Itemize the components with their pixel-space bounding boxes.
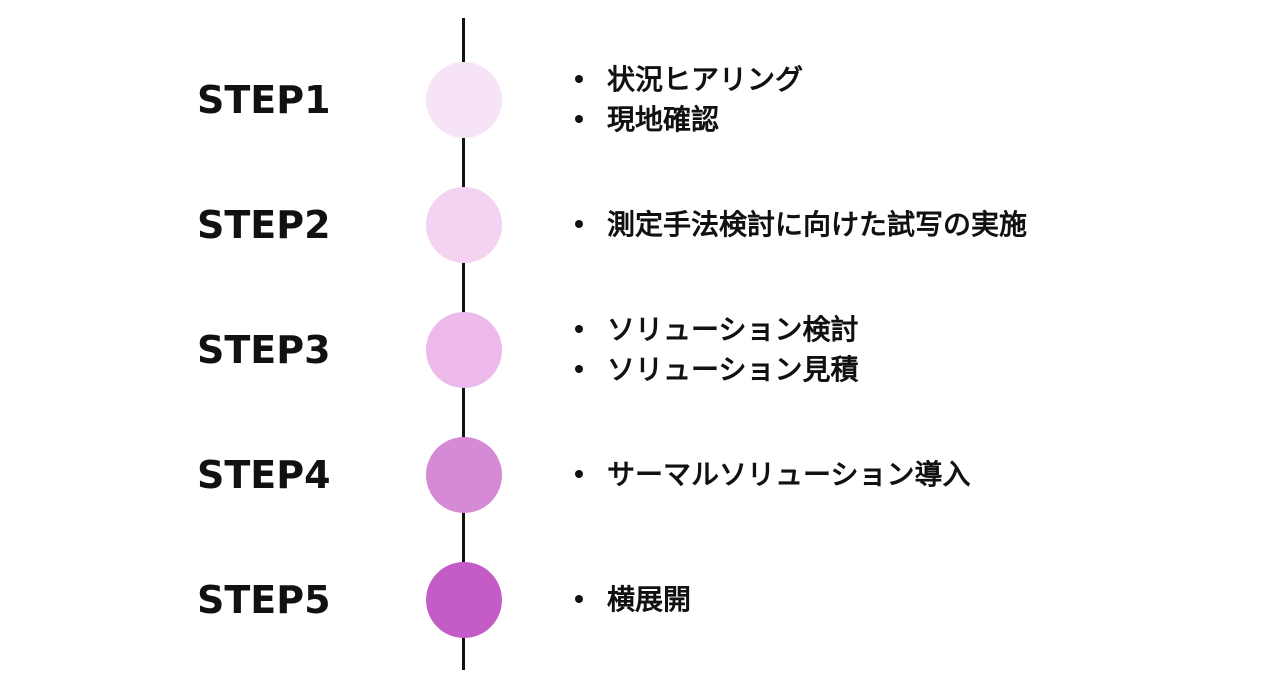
step-label: STEP4 xyxy=(197,453,331,497)
step-row-1: STEP1 状況ヒアリング 現地確認 xyxy=(0,62,1280,138)
step-label: STEP5 xyxy=(197,578,331,622)
step-label: STEP1 xyxy=(197,78,331,122)
step-item-list: 測定手法検討に向けた試写の実施 xyxy=(575,187,1255,263)
bullet-icon xyxy=(575,595,583,603)
bullet-icon xyxy=(575,220,583,228)
step-marker-circle xyxy=(426,562,502,638)
step-item-list: サーマルソリューション導入 xyxy=(575,437,1255,513)
step-marker-circle xyxy=(426,62,502,138)
step-item-list: 横展開 xyxy=(575,562,1255,638)
bullet-icon xyxy=(575,325,583,333)
step-list-item: サーマルソリューション導入 xyxy=(575,455,1255,495)
step-label: STEP3 xyxy=(197,328,331,372)
step-item-text: ソリューション検討 xyxy=(607,313,859,346)
step-item-text: 横展開 xyxy=(607,583,692,616)
step-list-item: 測定手法検討に向けた試写の実施 xyxy=(575,205,1255,245)
step-label: STEP2 xyxy=(197,203,331,247)
step-row-5: STEP5 横展開 xyxy=(0,562,1280,638)
step-item-list: ソリューション検討 ソリューション見積 xyxy=(575,312,1255,388)
step-marker-circle xyxy=(426,187,502,263)
step-item-list: 状況ヒアリング 現地確認 xyxy=(575,62,1255,138)
step-marker-circle xyxy=(426,437,502,513)
step-row-3: STEP3 ソリューション検討 ソリューション見積 xyxy=(0,312,1280,388)
step-marker-circle xyxy=(426,312,502,388)
step-item-text: サーマルソリューション導入 xyxy=(607,458,971,491)
step-list-item: 横展開 xyxy=(575,580,1255,620)
step-list-item: ソリューション見積 xyxy=(575,350,1255,390)
step-list-item: 状況ヒアリング xyxy=(575,60,1255,100)
step-row-2: STEP2 測定手法検討に向けた試写の実施 xyxy=(0,187,1280,263)
bullet-icon xyxy=(575,75,583,83)
bullet-icon xyxy=(575,470,583,478)
bullet-icon xyxy=(575,365,583,373)
step-item-text: 状況ヒアリング xyxy=(607,63,804,96)
step-item-text: 現地確認 xyxy=(607,103,720,136)
step-list-item: ソリューション検討 xyxy=(575,310,1255,350)
bullet-icon xyxy=(575,115,583,123)
step-item-text: 測定手法検討に向けた試写の実施 xyxy=(607,208,1028,241)
step-list-item: 現地確認 xyxy=(575,100,1255,140)
step-row-4: STEP4 サーマルソリューション導入 xyxy=(0,437,1280,513)
step-item-text: ソリューション見積 xyxy=(607,353,859,386)
